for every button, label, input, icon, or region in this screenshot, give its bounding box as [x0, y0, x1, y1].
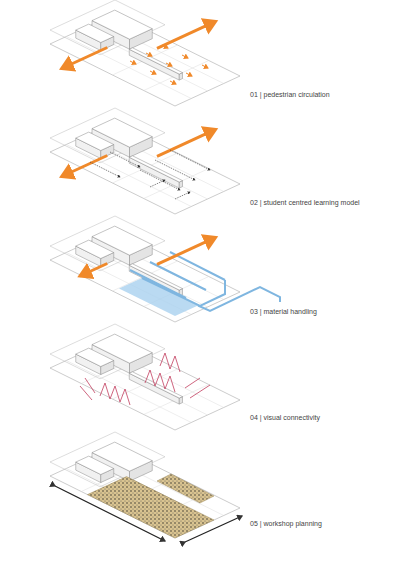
plan-5 [50, 432, 242, 542]
step-caption: 04 | visual connectivity [250, 414, 320, 421]
step-caption: 05 | workshop planning [250, 520, 322, 527]
step-caption: 01 | pedestrian circulation [250, 91, 330, 98]
plan-2 [50, 108, 240, 214]
step-caption: 02 | student centred learning model [250, 199, 360, 206]
step-caption: 03 | material handling [250, 308, 317, 315]
plan-1 [50, 0, 240, 106]
plan-3 [50, 216, 280, 322]
plan-4 [50, 324, 240, 430]
